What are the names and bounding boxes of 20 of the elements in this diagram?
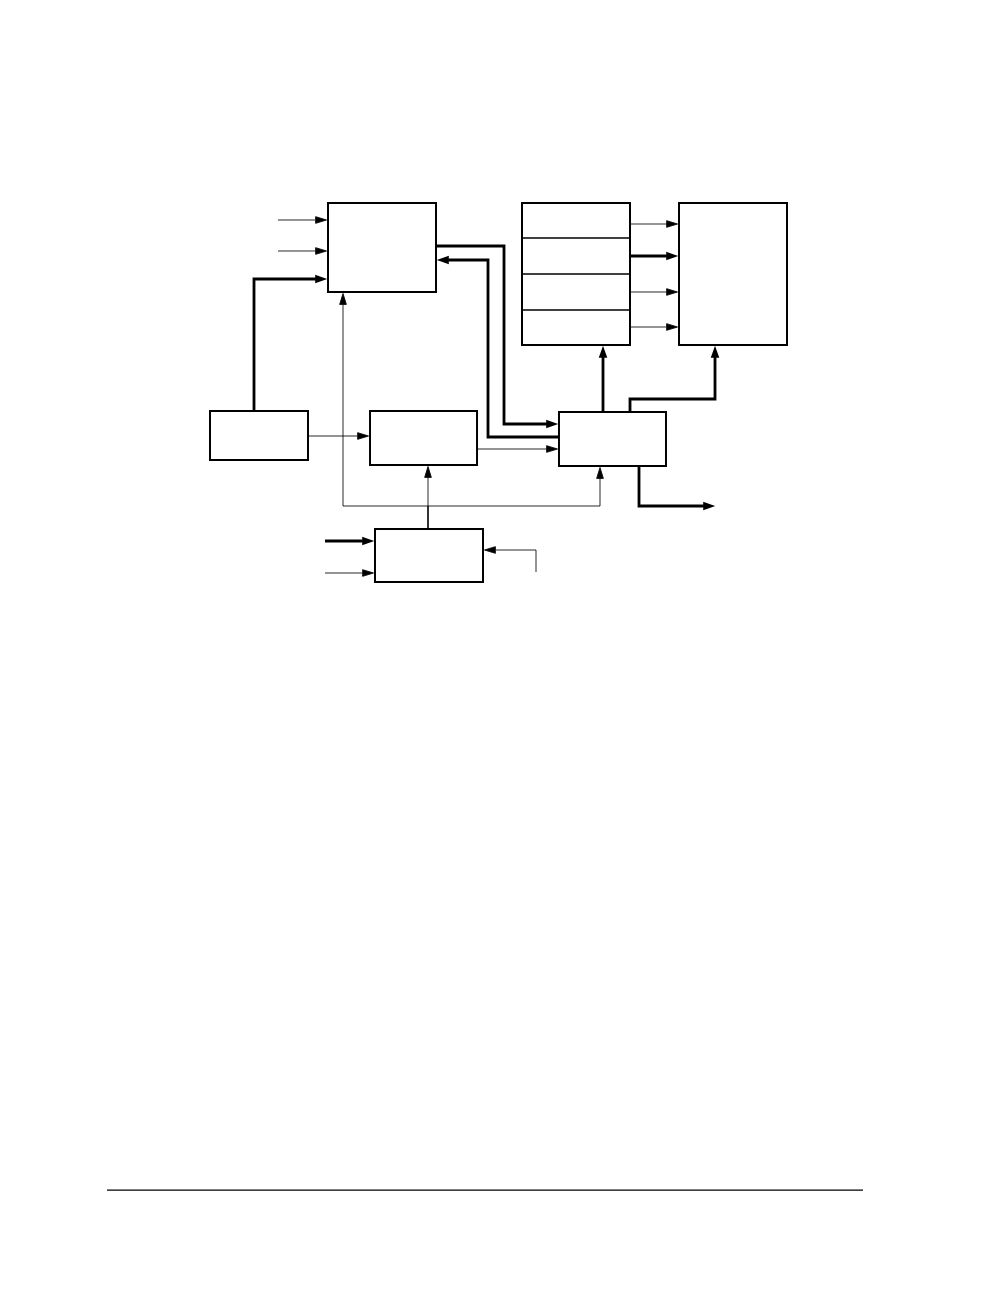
arrow <box>629 288 678 296</box>
stack-cell <box>521 237 631 275</box>
arrow <box>629 323 678 331</box>
block-box <box>327 202 437 293</box>
arrow <box>629 220 678 228</box>
stack-cell <box>521 309 631 346</box>
arrow <box>476 445 558 453</box>
arrow <box>277 247 327 255</box>
arrow <box>307 432 369 440</box>
arrow <box>427 467 604 530</box>
block-box <box>558 411 667 467</box>
block-box <box>678 202 788 346</box>
arrow <box>484 546 537 573</box>
block-box <box>369 410 478 466</box>
block-box <box>374 528 484 583</box>
stack-cell <box>521 202 631 239</box>
block-box <box>209 410 309 461</box>
arrow <box>324 569 374 577</box>
arrow <box>277 216 327 224</box>
stack-cell <box>521 273 631 311</box>
